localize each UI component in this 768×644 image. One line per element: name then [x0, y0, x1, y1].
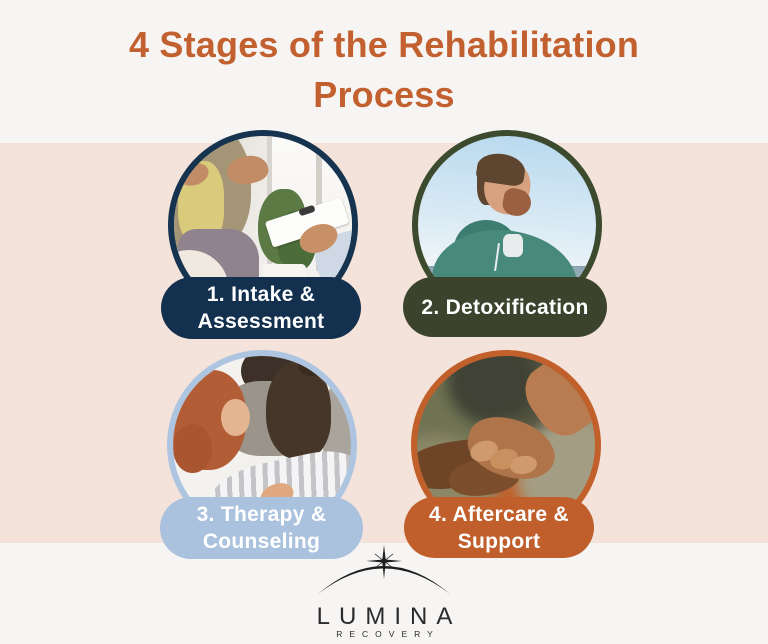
stage-3-label-line1: 3. Therapy &: [196, 503, 327, 526]
foreground-woman-hair: [265, 359, 332, 460]
logo-star-icon: [366, 545, 402, 579]
stage-4-label-line1: 4. Aftercare &: [429, 502, 569, 526]
stage-4-label-line2: Support: [457, 529, 541, 553]
content-band: [0, 143, 768, 543]
stage-2-label-line1: 2. Detoxification: [421, 295, 589, 319]
stage-2-pill: 2. Detoxification: [403, 277, 607, 337]
logo-arc: [318, 566, 450, 594]
stage-3-pill: 3. Therapy & Counseling: [160, 497, 363, 559]
woman-face: [221, 398, 250, 437]
stage-1-label-line2: Assessment: [197, 310, 325, 333]
logo-brand-text: LUMINA: [317, 603, 462, 630]
stage-4-pill: 4. Aftercare & Support: [404, 497, 594, 558]
stage-1-pill: 1. Intake & Assessment: [161, 277, 361, 339]
undershirt: [503, 233, 524, 258]
background-blob: [446, 356, 536, 426]
stage-1-label-line1: 1. Intake &: [206, 283, 316, 306]
hair-bun: [297, 356, 325, 376]
red-curly-hair: [173, 423, 213, 474]
logo-tagline-text: RECOVERY: [336, 629, 440, 639]
stage-1-photo-ring: [168, 130, 358, 320]
page-title: 4 Stages of the Rehabilitation Process: [128, 24, 640, 115]
stage-3-label-line2: Counseling: [202, 530, 321, 553]
lumina-recovery-logo: LUMINA RECOVERY: [317, 545, 462, 639]
